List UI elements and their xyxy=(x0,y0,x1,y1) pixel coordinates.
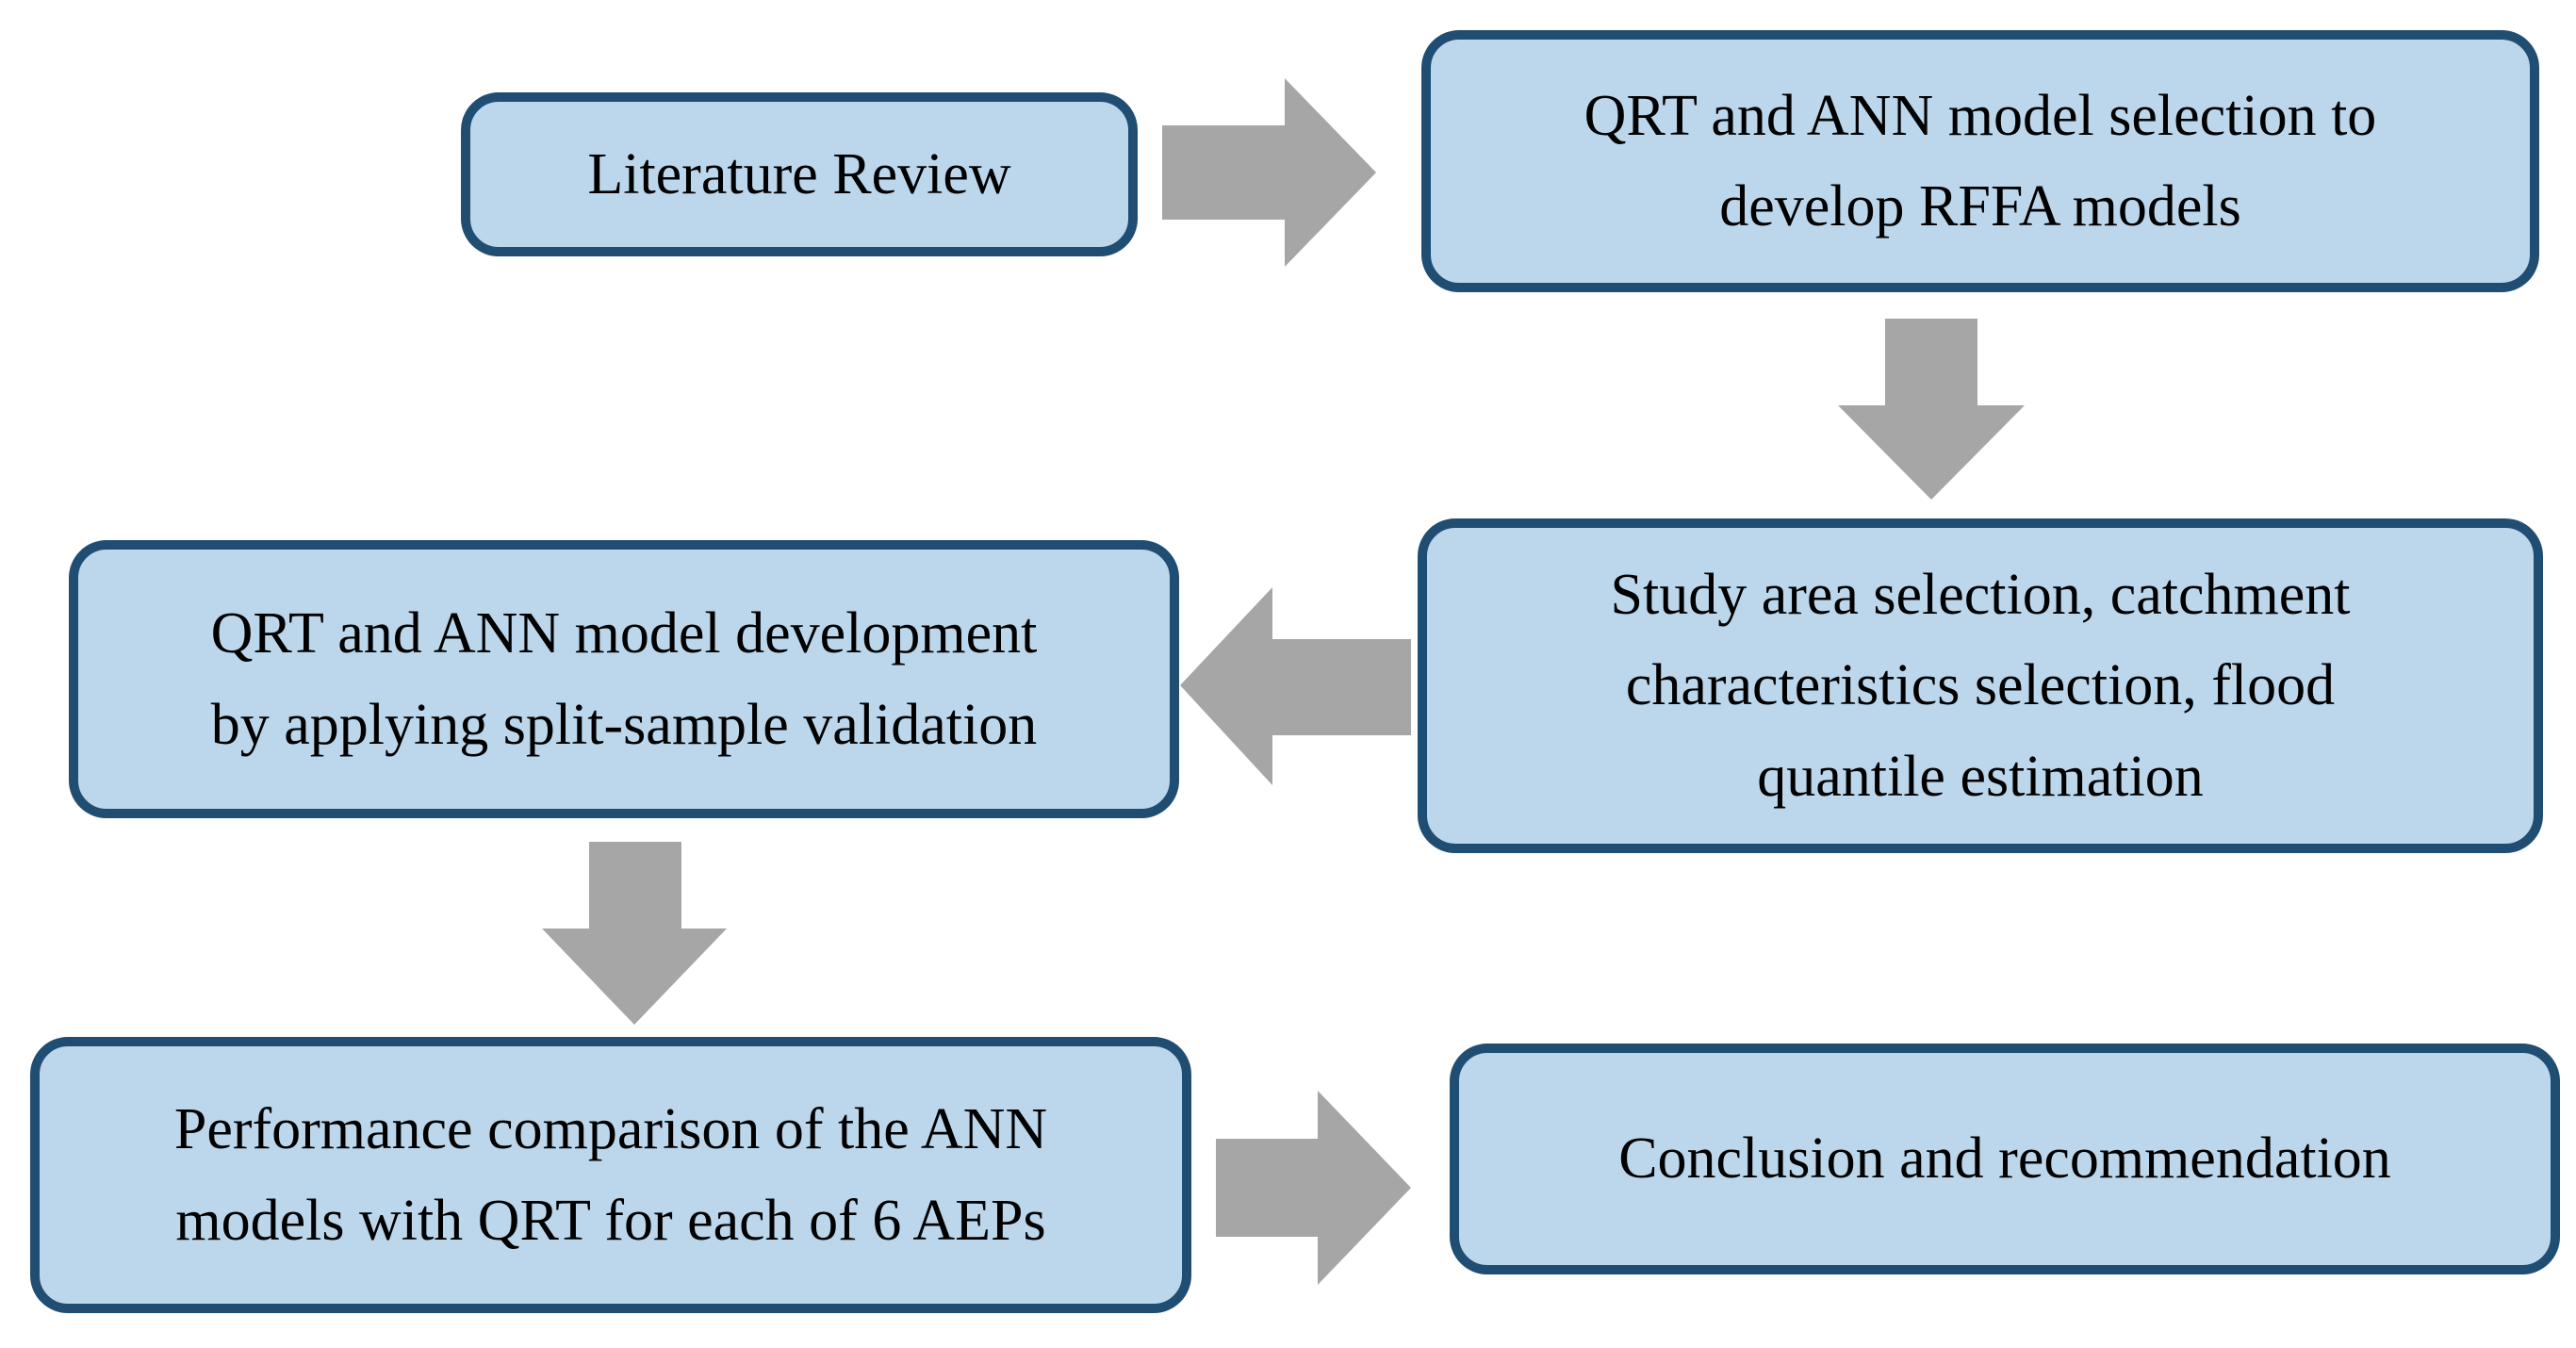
block-arrow-down-icon xyxy=(1838,319,2025,500)
block-arrow-right-icon xyxy=(1162,78,1376,267)
flow-box-label: Conclusion and recommendation xyxy=(1618,1126,2391,1192)
flow-box-model-selection: QRT and ANN model selection to develop R… xyxy=(1421,30,2539,292)
flow-box-label: QRT and ANN model selection to develop R… xyxy=(1583,83,2377,238)
flow-box-performance-comparison: Performance comparison of the ANN models… xyxy=(30,1037,1191,1313)
arrow-study-area-to-model-development xyxy=(1180,587,1411,785)
arrow-model-selection-to-study-area xyxy=(1838,319,2025,500)
arrow-literature-review-to-model-selection xyxy=(1162,78,1376,267)
block-arrow-right-icon xyxy=(1216,1091,1411,1285)
block-arrow-down-icon xyxy=(542,842,727,1025)
flow-box-literature-review: Literature Review xyxy=(461,92,1138,256)
arrow-model-development-to-performance-comparison xyxy=(542,842,727,1025)
arrow-performance-comparison-to-conclusion xyxy=(1216,1091,1411,1285)
flow-box-label: Performance comparison of the ANN models… xyxy=(173,1097,1048,1253)
flow-box-label: Literature Review xyxy=(587,141,1011,206)
flow-box-label: Study area selection, catchment characte… xyxy=(1610,563,2351,809)
block-arrow-left-icon xyxy=(1180,587,1411,785)
flow-box-model-development: QRT and ANN model development by applyin… xyxy=(69,540,1179,818)
flow-box-conclusion: Conclusion and recommendation xyxy=(1450,1044,2560,1274)
flow-box-label: QRT and ANN model development by applyin… xyxy=(210,601,1038,757)
flow-box-study-area: Study area selection, catchment characte… xyxy=(1418,518,2543,853)
